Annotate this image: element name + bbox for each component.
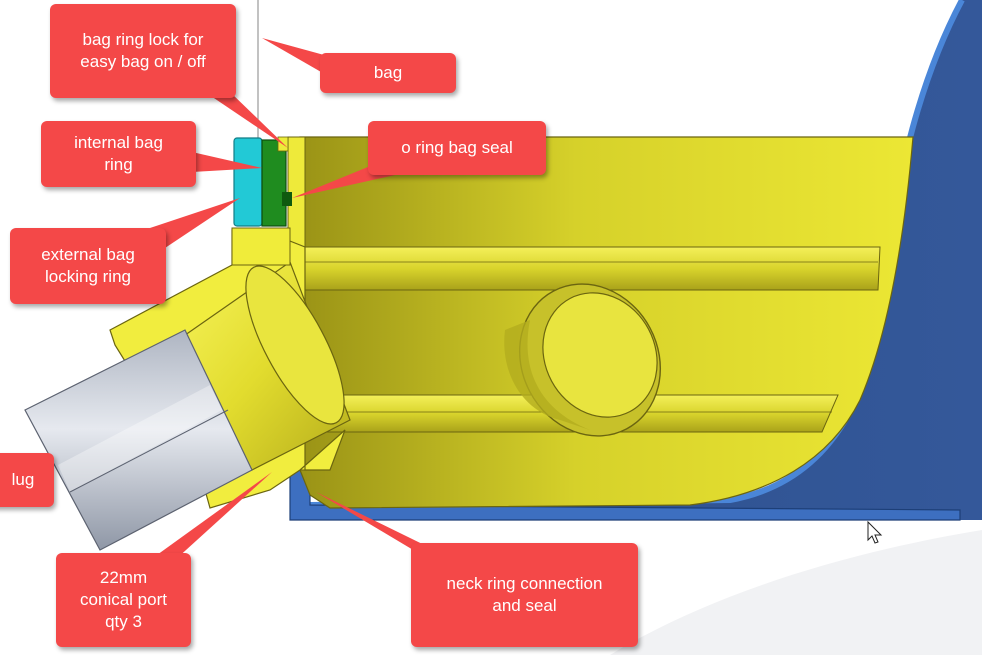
bag-wall [300,0,982,520]
pointer-bag [262,38,335,80]
callout-internal-bag-ring: internal bag ring [41,121,196,187]
callout-o-ring-bag-seal: o ring bag seal [368,121,546,175]
ring-base [231,227,291,266]
callout-conical-port: 22mm conical port qty 3 [56,553,191,647]
port-hole-shadow [504,320,590,430]
callout-bag: bag [320,53,456,93]
port-hole-inner [542,292,658,418]
callout-plug: lug [0,453,54,507]
o-ring [282,192,292,206]
callout-bag-ring-lock: bag ring lock for easy bag on / off [50,4,236,98]
background-swoosh [610,530,982,655]
internal-bag-ring [233,137,263,227]
pointer-bag-ring-lock [205,92,288,148]
pointer-conical-port [150,472,272,560]
pointer-external-ring [150,198,240,248]
callout-neck-ring-connection: neck ring connection and seal [411,543,638,647]
conical-port-mouth [245,265,345,425]
plug-highlight [58,385,222,492]
mouse-cursor-icon [867,520,883,544]
callout-external-bag-locking-ring: external bag locking ring [10,228,166,304]
upper-rib [299,246,881,291]
plug-edge [69,409,229,493]
external-locking-ring [261,139,287,227]
plug-body [24,329,253,551]
pointer-internal-bag-ring [192,152,262,172]
